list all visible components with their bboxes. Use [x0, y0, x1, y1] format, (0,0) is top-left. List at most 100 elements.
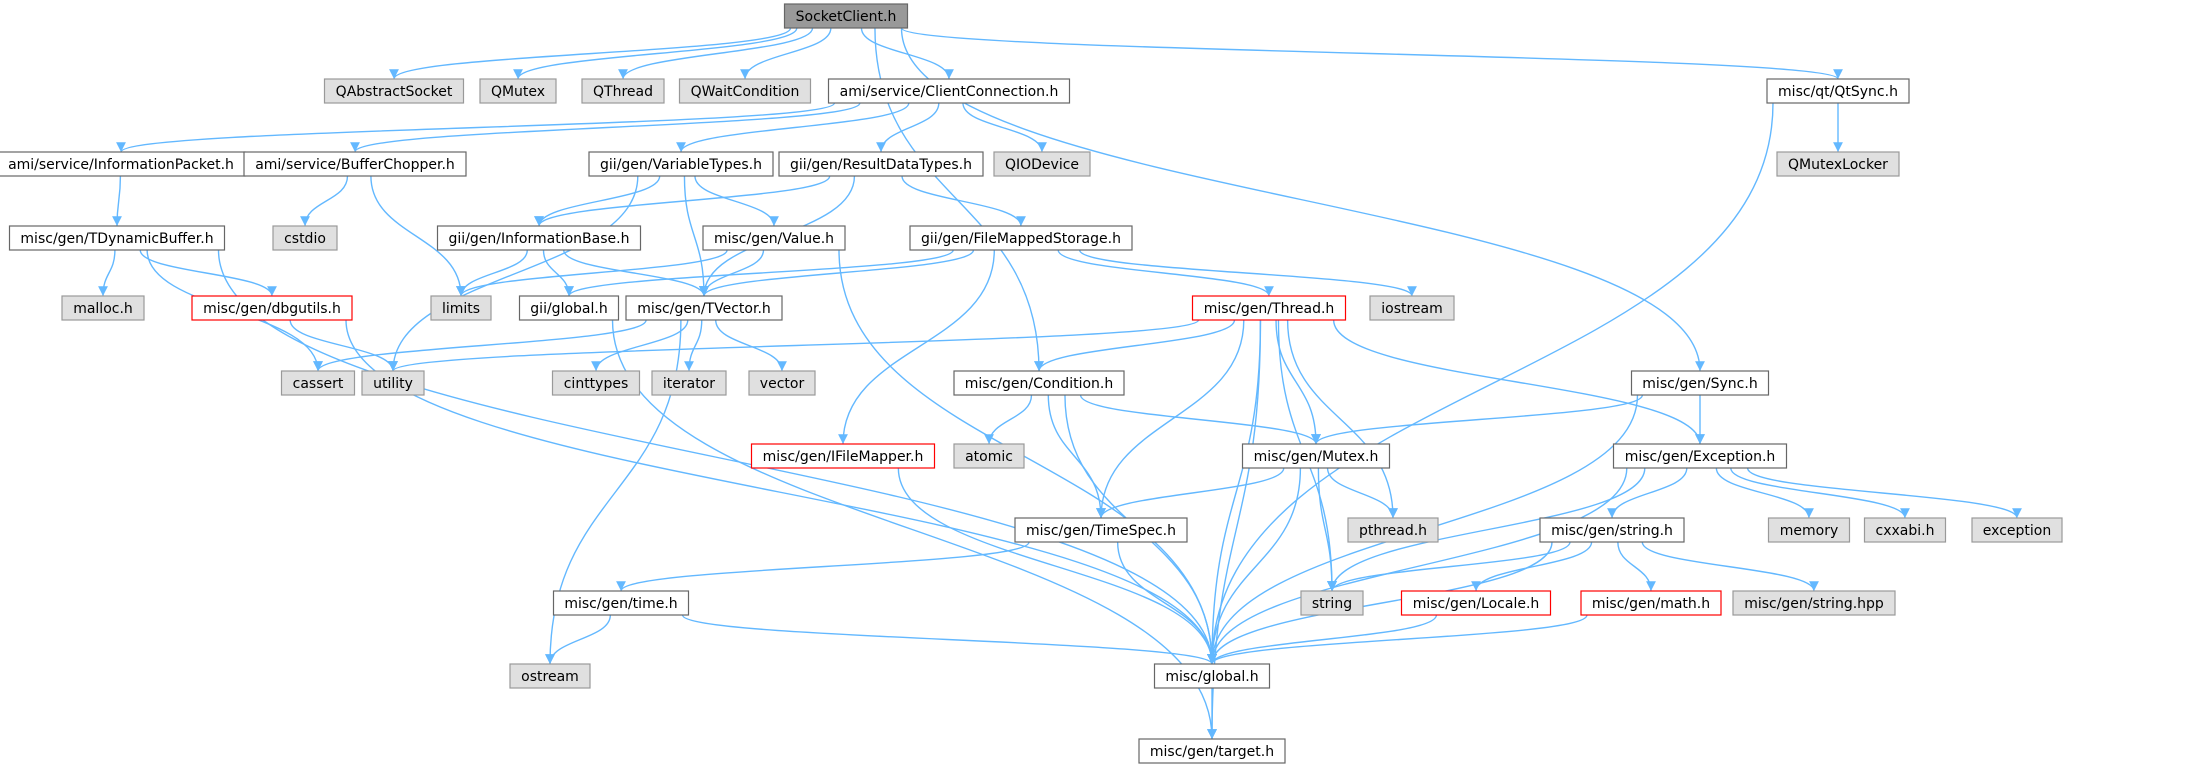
edge-exception_h-to-cxxabi	[1730, 467, 1910, 519]
node-target[interactable]: misc/gen/target.h	[1138, 738, 1286, 764]
node-box	[909, 225, 1133, 251]
edge-thread-to-timespec	[1096, 319, 1245, 519]
node-label: misc/gen/math.h	[1592, 596, 1710, 612]
node-tvector[interactable]: misc/gen/TVector.h	[625, 295, 783, 321]
edge-mutex-to-pthread	[1326, 467, 1398, 519]
node-utility: utility	[361, 370, 425, 396]
node-ifilemapper[interactable]: misc/gen/IFileMapper.h	[750, 443, 936, 469]
edge-string_h-to-math	[1617, 541, 1656, 592]
edge-exception_h-to-string	[1327, 467, 1646, 592]
node-box	[588, 151, 774, 177]
edge-thread-to-condition	[1034, 319, 1236, 372]
node-informationpacket[interactable]: ami/service/InformationPacket.h	[0, 151, 246, 177]
node-box	[953, 443, 1025, 469]
node-box	[1776, 151, 1900, 177]
edge-clientconnection-to-qiodevice	[962, 102, 1047, 153]
node-variabletypes[interactable]: gii/gen/VariableTypes.h	[588, 151, 774, 177]
edge-exception_h-to-memory	[1715, 467, 1814, 519]
node-bufferchopper[interactable]: ami/service/BufferChopper.h	[243, 151, 467, 177]
node-label: ami/service/InformationPacket.h	[8, 157, 234, 173]
node-cassert: cassert	[280, 370, 356, 396]
edge-bufferchopper-to-limits	[370, 175, 466, 297]
node-label: SocketClient.h	[796, 9, 897, 25]
node-informationbase[interactable]: gii/gen/InformationBase.h	[436, 225, 642, 251]
node-box	[552, 590, 690, 616]
node-time_h[interactable]: misc/gen/time.h	[552, 590, 690, 616]
node-label: QMutexLocker	[1788, 157, 1888, 173]
node-thread[interactable]: misc/gen/Thread.h	[1191, 295, 1347, 321]
node-filemappedstorage[interactable]: gii/gen/FileMappedStorage.h	[909, 225, 1133, 251]
node-box	[1300, 590, 1364, 616]
node-box	[783, 3, 909, 29]
node-mutex[interactable]: misc/gen/Mutex.h	[1241, 443, 1391, 469]
node-giiglobal[interactable]: gii/global.h	[518, 295, 620, 321]
node-box	[827, 78, 1071, 104]
node-label: misc/gen/TDynamicBuffer.h	[20, 231, 213, 247]
node-tdynamicbuffer[interactable]: misc/gen/TDynamicBuffer.h	[8, 225, 226, 251]
node-label: misc/gen/string.h	[1551, 523, 1673, 539]
node-box	[436, 225, 642, 251]
edge-mutex-to-timespec	[1096, 467, 1285, 519]
node-box	[1863, 517, 1947, 543]
edge-condition-to-mutex	[1079, 394, 1321, 445]
node-string_h[interactable]: misc/gen/string.h	[1539, 517, 1685, 543]
node-label: atomic	[965, 449, 1013, 465]
node-box	[1369, 295, 1455, 321]
node-resultdatatypes[interactable]: gii/gen/ResultDataTypes.h	[778, 151, 984, 177]
node-dbgutils[interactable]: misc/gen/dbgutils.h	[191, 295, 353, 321]
node-value[interactable]: misc/gen/Value.h	[702, 225, 846, 251]
node-qtsync[interactable]: misc/qt/QtSync.h	[1766, 78, 1910, 104]
node-box	[1153, 663, 1271, 689]
node-label: iostream	[1381, 301, 1443, 317]
edge-clientconnection-to-bufferchopper	[350, 102, 861, 153]
node-exception_h[interactable]: misc/gen/Exception.h	[1612, 443, 1788, 469]
node-sync[interactable]: misc/gen/Sync.h	[1630, 370, 1770, 396]
node-locale[interactable]: misc/gen/Locale.h	[1400, 590, 1552, 616]
node-math[interactable]: misc/gen/math.h	[1580, 590, 1722, 616]
node-box	[1241, 443, 1391, 469]
node-vector: vector	[748, 370, 816, 396]
node-label: malloc.h	[73, 301, 133, 317]
edge-exception_h-to-string_h	[1607, 467, 1688, 519]
node-label: misc/gen/TVector.h	[637, 301, 771, 317]
node-miscglobal[interactable]: misc/global.h	[1153, 663, 1271, 689]
edge-thread-to-utility	[388, 319, 1200, 372]
node-label: ami/service/ClientConnection.h	[840, 84, 1059, 100]
edge-filemappedstorage-to-iostream	[1078, 249, 1417, 297]
edge-thread-to-miscglobal	[1207, 319, 1262, 665]
node-box	[509, 663, 591, 689]
node-condition[interactable]: misc/gen/Condition.h	[953, 370, 1125, 396]
edge-condition-to-atomic	[984, 394, 1033, 445]
node-label: misc/gen/Locale.h	[1413, 596, 1540, 612]
node-label: cstdio	[284, 231, 326, 247]
node-box	[778, 151, 984, 177]
edge-tdynamicbuffer-to-dbgutils	[139, 249, 277, 297]
node-atomic: atomic	[953, 443, 1025, 469]
node-timespec[interactable]: misc/gen/TimeSpec.h	[1014, 517, 1188, 543]
node-box	[748, 370, 816, 396]
node-label: gii/gen/ResultDataTypes.h	[790, 157, 972, 173]
node-label: cxxabi.h	[1876, 523, 1935, 539]
node-clientconnection[interactable]: ami/service/ClientConnection.h	[827, 78, 1071, 104]
node-socketclient[interactable]: SocketClient.h	[783, 3, 909, 29]
node-box	[1971, 517, 2063, 543]
edge-tvector-to-vector	[715, 319, 787, 372]
node-label: cassert	[293, 376, 344, 392]
edge-timespec-to-miscglobal	[1116, 541, 1217, 665]
node-label: misc/global.h	[1165, 669, 1258, 685]
node-cinttypes: cinttypes	[551, 370, 641, 396]
node-box	[625, 295, 783, 321]
edge-variabletypes-to-tvector	[683, 175, 709, 297]
node-label: QIODevice	[1005, 157, 1079, 173]
node-label: misc/gen/dbgutils.h	[203, 301, 341, 317]
node-box	[551, 370, 641, 396]
edge-mutex-to-string	[1317, 467, 1337, 592]
edge-tdynamicbuffer-to-malloc	[98, 249, 116, 297]
edge-sync-to-mutex	[1311, 394, 1644, 445]
node-label: misc/gen/Exception.h	[1625, 449, 1776, 465]
node-label: QMutex	[491, 84, 545, 100]
node-qmutex: QMutex	[479, 78, 557, 104]
edge-informationpacket-to-tdynamicbuffer	[112, 175, 122, 227]
node-box	[1191, 295, 1347, 321]
node-label: cinttypes	[564, 376, 629, 392]
